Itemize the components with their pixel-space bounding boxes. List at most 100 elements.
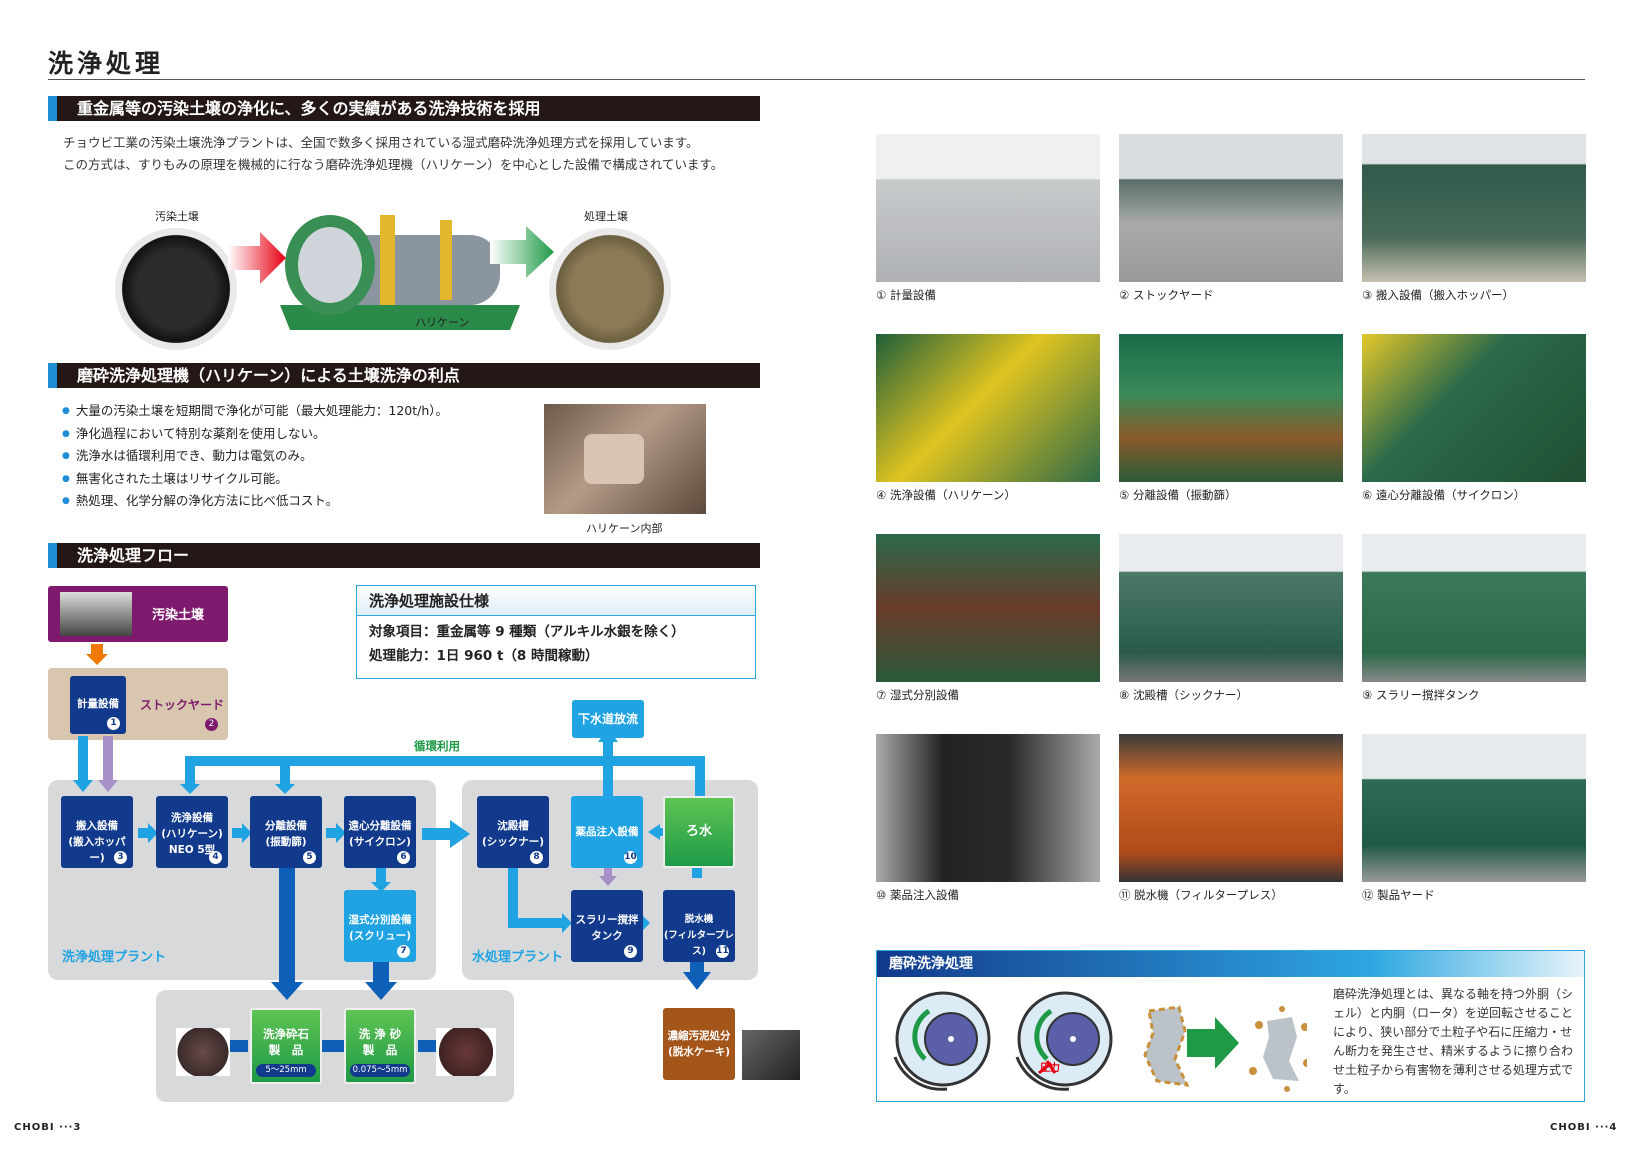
flow-box-6: 遠心分離設備(サイクロン)6 — [344, 796, 416, 868]
num-1: 1 — [107, 717, 120, 730]
gravel-image — [176, 1028, 230, 1076]
sludge-box: 濃縮汚泥処分(脱水ケーキ) — [663, 1008, 735, 1080]
benefits-list: 大量の汚染土壌を短期間で浄化が可能（最大処理能力：120t/h）。 浄化過程にお… — [62, 400, 448, 513]
spec-title: 洗浄処理施設仕様 — [357, 586, 755, 616]
num-4: 4 — [209, 851, 222, 864]
footer-right: CHOBI ···4 — [1550, 1122, 1618, 1133]
b8-line1: 沈殿槽 — [497, 820, 529, 832]
gravel-line2: 製 品 — [268, 1043, 304, 1057]
rotation-diagram-2 — [1015, 991, 1113, 1091]
washing-plant-label: 洗浄処理プラント — [62, 950, 167, 965]
num-7: 7 — [397, 945, 410, 958]
spec-box: 洗浄処理施設仕様 対象項目：重金属等 9 種類（アルキル水銀を除く） 処理能力：… — [356, 585, 756, 679]
b6-line2: (サイクロン) — [349, 836, 411, 848]
num-5: 5 — [303, 851, 316, 864]
photo-12 — [1362, 734, 1586, 882]
spec-line-2: 処理能力：1日 960 t（8 時間稼動） — [369, 648, 599, 664]
arrow-down-orange-icon — [86, 644, 108, 665]
photo-9 — [1362, 534, 1586, 682]
flow-box-5: 分離設備 (振動篩) 5 — [250, 796, 322, 868]
photo-1 — [876, 134, 1100, 282]
soil-pile-image — [60, 592, 132, 636]
num-11: 11 — [716, 945, 729, 958]
flow-box-10: 薬品注入設備 10 — [571, 796, 643, 868]
contaminated-label: 汚染土壌 — [155, 210, 199, 223]
b4-line1: 洗浄設備 — [171, 812, 213, 824]
b3-line1: 搬入設備 — [76, 820, 118, 832]
num-2: 2 — [205, 718, 218, 731]
machine-label: ハリケーン — [415, 316, 470, 329]
photo-caption-4: ④ 洗浄設備（ハリケーン） — [876, 488, 1016, 502]
benefit-item: 大量の汚染土壌を短期間で浄化が可能（最大処理能力：120t/h）。 — [62, 400, 448, 423]
photo-4 — [876, 334, 1100, 482]
grinding-heading: 磨砕洗浄処理 — [877, 951, 1584, 977]
process-arrow — [1187, 1017, 1239, 1069]
photo-5 — [1119, 334, 1343, 482]
weighing-label: 計量設備 — [77, 698, 119, 710]
footer-left: CHOBI ···3 — [14, 1122, 82, 1133]
benefit-item: 浄化過程において特別な薬剤を使用しない。 — [62, 423, 448, 446]
photo-6 — [1362, 334, 1586, 482]
sand-line2: 製 品 — [362, 1043, 398, 1057]
flow-box-7: 湿式分別設備 (スクリュー) 7 — [344, 890, 416, 962]
contaminated-soil-label: 汚染土壌 — [152, 608, 205, 623]
benefit-item: 洗浄水は循環利用でき、動力は電気のみ。 — [62, 445, 448, 468]
contaminated-soil-box: 汚染土壌 — [48, 586, 228, 642]
stockyard-label: ストックヤード — [140, 698, 225, 712]
hurricane-machine-image — [280, 215, 520, 330]
b5-line2: (振動篩) — [265, 836, 307, 848]
treated-soil-image — [549, 228, 671, 350]
photo-caption-1: ① 計量設備 — [876, 288, 936, 302]
green-arrow-icon — [490, 226, 554, 278]
photo-caption-9: ⑨ スラリー撹拌タンク — [1362, 688, 1480, 702]
photo-caption-7: ⑦ 湿式分別設備 — [876, 688, 959, 702]
grinding-text: 磨砕洗浄処理とは、異なる軸を持つ外胴（シェル）と内胴（ロータ）を逆回転させること… — [1333, 987, 1574, 1096]
photo-caption-12: ⑫ 製品ヤード — [1362, 888, 1435, 902]
section2-heading: 磨砕洗浄処理機（ハリケーン）による土壌洗浄の利点 — [48, 363, 760, 388]
gravel-product-box: 洗浄砕石製 品 5～25mm — [250, 1008, 322, 1084]
intro-line-2: この方式は、すりもみの原理を機械的に行なう磨砕洗浄処理機（ハリケーン）を中心とし… — [63, 157, 724, 172]
photo-2 — [1119, 134, 1343, 282]
num-6: 6 — [397, 851, 410, 864]
photo-caption-8: ⑧ 沈殿槽（シックナー） — [1119, 688, 1248, 702]
num-8: 8 — [530, 851, 543, 864]
hurricane-interior-caption: ハリケーン内部 — [586, 522, 663, 535]
benefit-item: 無害化された土壌はリサイクル可能。 — [62, 468, 448, 491]
gravel-line1: 洗浄砕石 — [263, 1027, 309, 1041]
num-10: 10 — [624, 851, 637, 864]
sewer-label: 下水道放流 — [577, 712, 638, 726]
photo-caption-2: ② ストックヤード — [1119, 288, 1214, 302]
b5-line1: 分離設備 — [265, 820, 307, 832]
title-rule — [48, 79, 1585, 80]
photo-10 — [876, 734, 1100, 882]
spec-line-1: 対象項目：重金属等 9 種類（アルキル水銀を除く） — [369, 624, 685, 640]
b7-line1: 湿式分別設備 — [348, 914, 412, 926]
photo-caption-3: ③ 搬入設備（搬入ホッパー） — [1362, 288, 1514, 302]
section1-heading: 重金属等の汚染土壌の浄化に、多くの実績がある洗浄技術を採用 — [48, 96, 760, 121]
b10-label: 薬品注入設備 — [575, 826, 639, 838]
sewer-box: 下水道放流 — [572, 700, 644, 738]
photo-7 — [876, 534, 1100, 682]
gravel-size: 5～25mm — [256, 1064, 316, 1077]
flow-box-3: 搬入設備(搬入ホッパー)3 — [61, 796, 133, 868]
weighing-box: 計量設備 1 — [70, 676, 126, 734]
treated-label: 処理土壌 — [584, 210, 628, 223]
benefit-item: 熱処理、化学分解の浄化方法に比べ低コスト。 — [62, 490, 448, 513]
sand-line1: 洗 浄 砂 — [358, 1027, 402, 1041]
particle-before — [1143, 1005, 1190, 1087]
rotation-diagram-1 — [893, 991, 991, 1091]
sand-size: 0.075～5mm — [350, 1064, 410, 1077]
b7-line2: (スクリュー) — [348, 930, 412, 942]
photo-3 — [1362, 134, 1586, 282]
photo-caption-11: ⑪ 脱水機（フィルタープレス） — [1119, 888, 1283, 902]
b3-line2: (搬入ホッパー) — [68, 836, 126, 864]
water-plant-label: 水処理プラント — [472, 950, 564, 965]
b11-line1: 脱水機 — [684, 914, 714, 925]
recycle-label: 循環利用 — [414, 739, 460, 753]
section3-heading: 洗浄処理フロー — [48, 543, 760, 568]
sludge-line1: 濃縮汚泥処分 — [667, 1030, 731, 1042]
intro-text: チョウビ工業の汚染土壌洗浄プラントは、全国で数多く採用されている湿式磨砕洗浄処理… — [63, 132, 723, 176]
b8-line2: (シックナー) — [481, 836, 545, 848]
